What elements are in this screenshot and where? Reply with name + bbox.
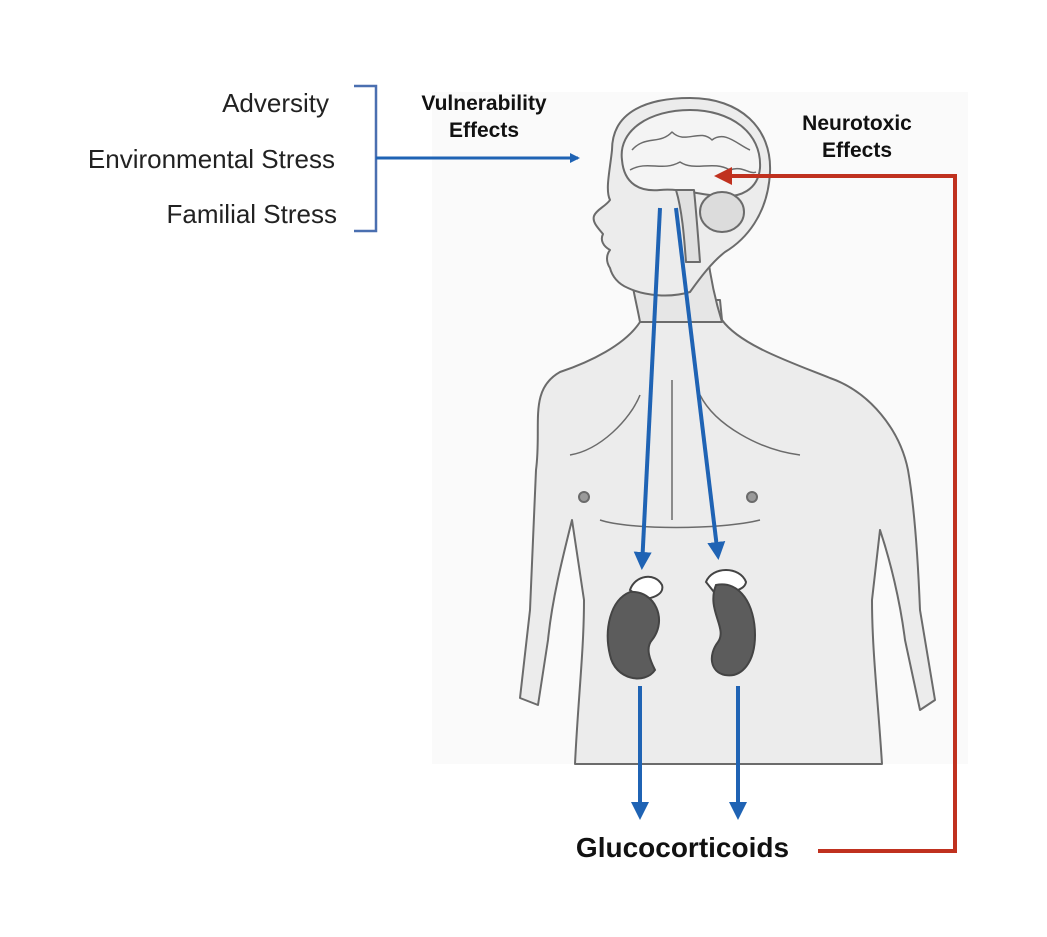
neurotoxic-line-2: Effects [821, 139, 893, 162]
stressor-bracket [354, 84, 378, 233]
vulnerability-effects-label: Vulnerability Effects [405, 90, 563, 144]
cerebellum [699, 191, 745, 233]
brainstem [675, 189, 701, 263]
neurotoxic-line-1: Neurotoxic [802, 112, 912, 135]
brain-to-left-adrenal-arrow [633, 207, 662, 570]
kidneys [606, 569, 757, 680]
nipple-left [578, 491, 590, 503]
glucocorticoids-label: Glucocorticoids [575, 832, 790, 863]
kidney-right [710, 583, 757, 677]
nipple-right [746, 491, 758, 503]
stressor-adversity: Adversity [222, 88, 329, 118]
stressor-environmental-stress: Environmental Stress [87, 144, 335, 174]
neurotoxic-effects-label: Neurotoxic Effects [782, 110, 932, 164]
stressor-familial-stress: Familial Stress [166, 199, 337, 229]
brain-to-right-adrenal-arrow [674, 207, 726, 560]
vulnerability-line-1: Vulnerability [421, 92, 547, 115]
vulnerability-line-2: Effects [448, 119, 520, 142]
kidney-left [606, 590, 661, 680]
neurotoxic-feedback-arrow [714, 167, 957, 853]
